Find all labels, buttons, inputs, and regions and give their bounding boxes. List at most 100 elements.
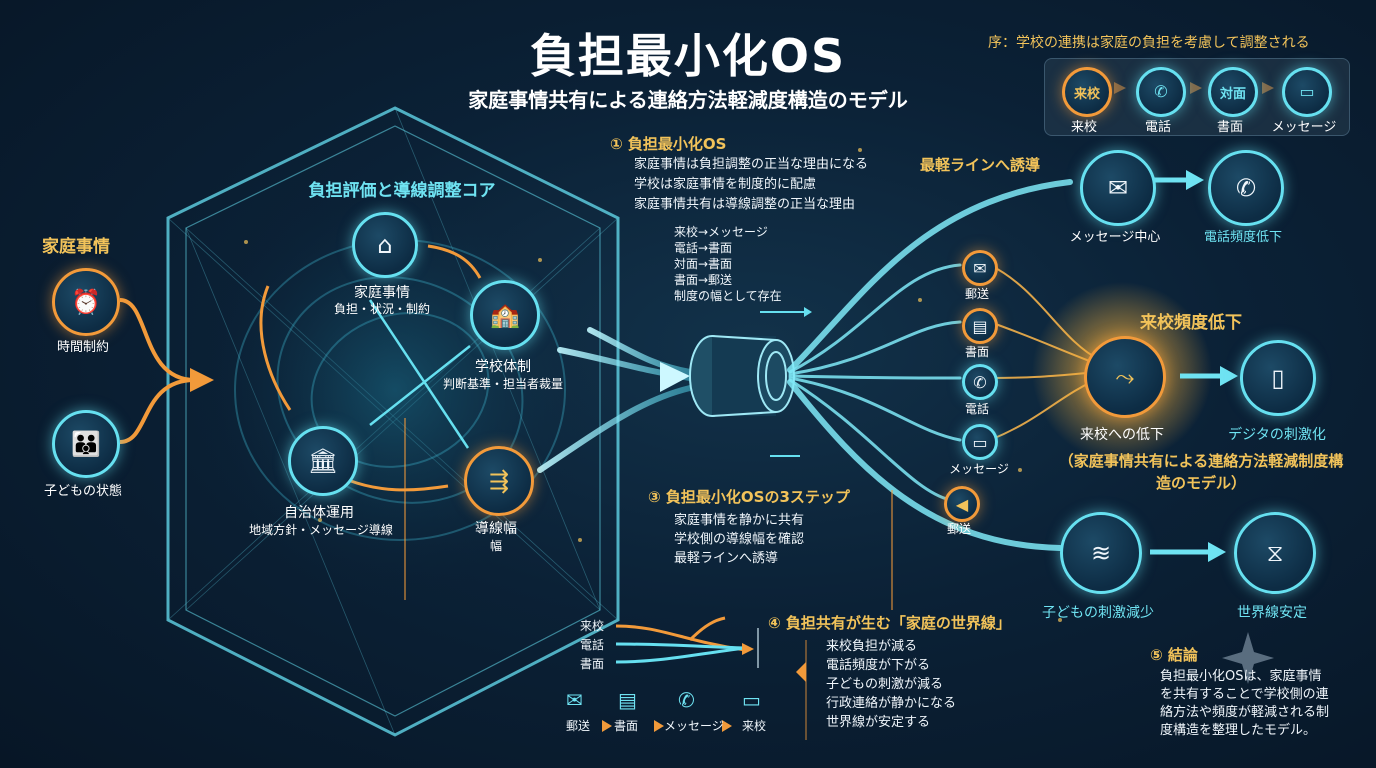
doc-small-node: ▤ <box>962 308 998 344</box>
phone-icon: ✆ <box>1154 82 1168 101</box>
route-sub: 幅 <box>489 539 502 553</box>
chat-icon: ▭ <box>1299 82 1315 101</box>
preface-face-badge: 対面 <box>1219 86 1246 102</box>
time-label: 時間制約 <box>56 340 109 355</box>
digital-node: ▯ <box>1240 340 1316 416</box>
visit-down-label: 来校への低下 <box>1080 427 1164 443</box>
filter-gate-icon <box>689 335 795 417</box>
section1-heading: ① 負担最小化OS <box>610 135 727 153</box>
wave-icon: ≋ <box>1090 539 1112 567</box>
core-title: 負担評価と導線調整コア <box>308 181 496 201</box>
preface-visit-badge: 来校 <box>1073 86 1100 102</box>
section5-heading: ⑤ 結論 <box>1150 646 1198 664</box>
inputs-title: 家庭事情 <box>42 237 110 257</box>
city-hall-icon: 🏛 <box>307 447 339 475</box>
section3-line: 最軽ラインへ誘導 <box>674 551 779 566</box>
document-icon: ▤ <box>972 316 988 336</box>
section4-line: 電話頻度が下がる <box>826 658 931 673</box>
phone-icon: ✆ <box>678 688 695 712</box>
section3-line: 学校側の導線幅を確認 <box>674 532 805 547</box>
section4-line: 世界線が安定する <box>826 715 931 730</box>
flow-label: 書面 <box>580 657 605 671</box>
output-icon-label: 郵送 <box>946 522 971 536</box>
mail-small-node: ✉ <box>962 250 998 286</box>
preface-document-label: 書面 <box>1216 120 1243 135</box>
preface-label: 序：学校の連携は家庭の負担を考慮して調整される <box>988 35 1310 51</box>
preface-phone-label: 電話 <box>1144 120 1171 135</box>
home-sub: 負担・状況・制約 <box>333 302 430 316</box>
section4-line: 来校負担が減る <box>826 639 918 654</box>
gov-title: 自治体運用 <box>284 505 354 521</box>
digital-label: デジタの刺激化 <box>1228 427 1326 443</box>
envelope-icon: ✉ <box>1107 174 1129 202</box>
lightest-route-label: 最軽ラインへ誘導 <box>920 156 1041 174</box>
tablet-chat-icon: ▯ <box>1271 364 1285 392</box>
preface-message-node: ▭ <box>1282 67 1332 117</box>
world-stable-label: 世界線安定 <box>1237 605 1307 621</box>
preface-phone-node: ✆ <box>1136 67 1186 117</box>
section4-line: 子どもの刺激が減る <box>826 677 944 692</box>
section1-line: 学校は家庭事情を制度的に配慮 <box>634 177 817 192</box>
section1-mapping: 対面→書面 <box>674 257 733 271</box>
bottom-icon-label: 書面 <box>614 719 639 733</box>
family-icon: 👪 <box>71 430 101 458</box>
bottom-icon-label: メッセージ <box>664 719 724 733</box>
house-icon: ⌂ <box>377 231 393 259</box>
section1-mapping: 書面→郵送 <box>674 273 733 287</box>
section5-line: 絡方法や頻度が軽減される制 <box>1160 705 1330 720</box>
section1-mapping: 制度の幅として存在 <box>674 289 782 303</box>
document-icon: ▤ <box>618 688 637 712</box>
phone-icon: ✆ <box>973 372 987 392</box>
hourglass-icon: ⧖ <box>1266 539 1284 567</box>
school-title: 学校体制 <box>475 359 531 375</box>
time-node: ⏰ <box>52 268 120 336</box>
section1-mapping: 電話→書面 <box>674 241 733 255</box>
section5-line: を共有することで学校側の連 <box>1160 687 1329 702</box>
alarm-clock-icon: ⏰ <box>71 288 101 316</box>
preface-face-node: 対面 <box>1208 67 1258 117</box>
school-node: 🏫 <box>470 280 540 350</box>
visit-down-node: ⤳ <box>1084 336 1166 418</box>
envelope-icon: ✉ <box>566 688 583 712</box>
section4-line: 行政連絡が静かになる <box>826 696 957 711</box>
world-stable-node: ⧖ <box>1234 512 1316 594</box>
preface-message-label: メッセージ <box>1271 120 1337 135</box>
phone-small-node: ✆ <box>962 364 998 400</box>
preface-visit-node: 来校 <box>1062 67 1112 117</box>
section3-line: 家庭事情を静かに共有 <box>674 513 805 528</box>
school-sub: 判断基準・担当者裁量 <box>442 377 563 391</box>
path-icon: ⤳ <box>1115 363 1135 391</box>
section4-heading: ④ 負担共有が生む「家庭の世界線」 <box>768 614 1011 632</box>
message-center-label: メッセージ中心 <box>1069 230 1161 245</box>
routes-icon: ⇶ <box>488 467 510 495</box>
section3-heading: ③ 負担最小化OSの3ステップ <box>648 488 850 506</box>
route-title: 導線幅 <box>475 521 517 537</box>
message-center-node: ✉ <box>1080 150 1156 226</box>
output-icon-label: 書面 <box>964 345 989 359</box>
section1-line: 家庭事情は負担調整の正当な理由になる <box>634 157 869 172</box>
megaphone-small-node: ◀ <box>944 486 980 522</box>
envelope-icon: ✉ <box>973 258 987 278</box>
visit-freq-label: 来校頻度低下 <box>1140 313 1242 333</box>
bottom-icon-label: 郵送 <box>566 719 591 733</box>
page-title: 負担最小化OS <box>529 29 847 83</box>
child-label: 子どもの状態 <box>43 484 122 499</box>
gov-node: 🏛 <box>288 426 358 496</box>
section1-line: 家庭事情共有は導線調整の正当な理由 <box>634 197 856 212</box>
child-stim-node: ≋ <box>1060 512 1142 594</box>
home-node: ⌂ <box>352 212 418 278</box>
section5-line: 負担最小化OSは、家庭事情 <box>1160 669 1322 684</box>
model-note: （家庭事情共有による連絡方法軽減制度構造のモデル） <box>1058 452 1344 492</box>
chat-icon: ▭ <box>972 432 988 452</box>
preface-visit-label: 来校 <box>1070 120 1097 135</box>
phone-down-node: ✆ <box>1208 150 1284 226</box>
child-stim-label: 子どもの刺激減少 <box>1042 605 1154 621</box>
phone-down-label: 電話頻度低下 <box>1203 230 1282 245</box>
output-icon-label: メッセージ <box>949 462 1009 476</box>
megaphone-icon: ◀ <box>955 494 969 514</box>
chat-icon: ▭ <box>742 688 761 712</box>
route-node: ⇶ <box>464 446 534 516</box>
gov-sub: 地域方針・メッセージ導線 <box>249 523 393 537</box>
output-icon-label: 電話 <box>964 402 989 416</box>
section5-line: 度構造を整理したモデル。 <box>1160 723 1317 738</box>
